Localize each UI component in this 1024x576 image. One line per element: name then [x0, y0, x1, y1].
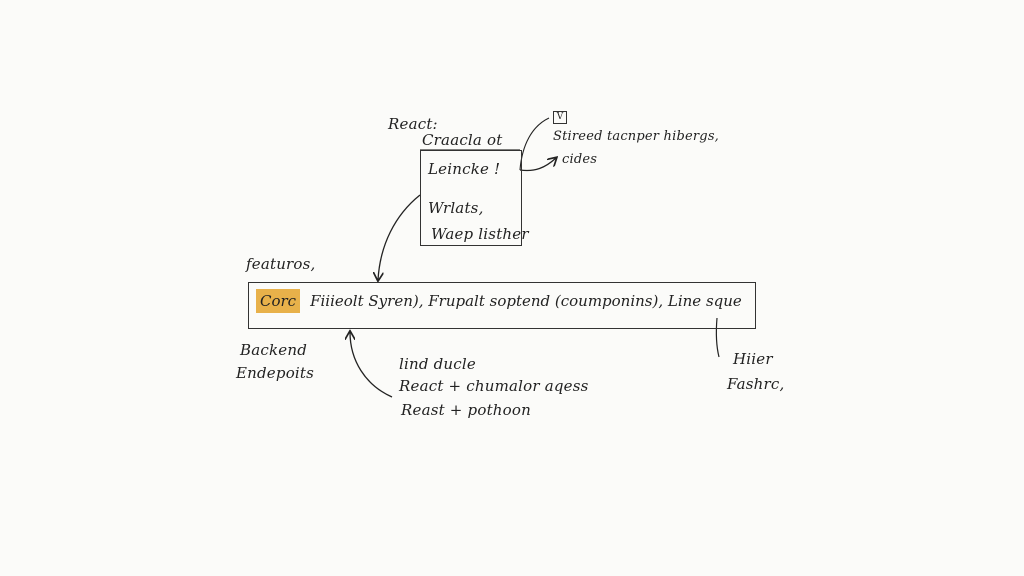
main-bar-highlight: Corc: [256, 289, 301, 313]
right-note-line2: Fashrc,: [727, 375, 785, 393]
note-leader-line: [519, 117, 550, 171]
arrow-box-to-bar: [378, 194, 421, 280]
left-note-line1: Backend: [240, 341, 307, 359]
arrow-box-to-note: [519, 158, 556, 172]
top-box-line1: Leincke !: [428, 160, 501, 178]
top-box-title: Craacla ot: [422, 131, 503, 149]
main-bar-content: Corc Fiiieolt Syren), Frupalt soptend (co…: [256, 289, 742, 313]
right-note-leader: [715, 317, 720, 358]
side-note-line1: Stireed tacnper hibergs,: [553, 129, 720, 144]
bottom-list-line1: lind ducle: [399, 355, 476, 373]
side-note-line2: cides: [562, 152, 598, 167]
top-box-line3: Waep listher: [431, 225, 529, 243]
bottom-list-line2: React + chumalor aqess: [399, 377, 589, 395]
top-box: [420, 150, 522, 246]
top-box-line2: Wrlats,: [428, 199, 484, 217]
main-bar: [248, 282, 756, 329]
checkbox-icon: V: [553, 111, 567, 124]
top-box-header: React:: [388, 115, 438, 133]
main-bar-text: Fiiieolt Syren), Frupalt soptend (coumpo…: [310, 292, 742, 310]
bottom-list-line3: Reast + pothoon: [401, 401, 531, 419]
features-label: featuros,: [246, 255, 316, 273]
left-note-line2: Endepoits: [236, 364, 315, 382]
right-note-line1: Hiier: [733, 350, 773, 368]
arrow-list-to-bar: [350, 332, 393, 398]
